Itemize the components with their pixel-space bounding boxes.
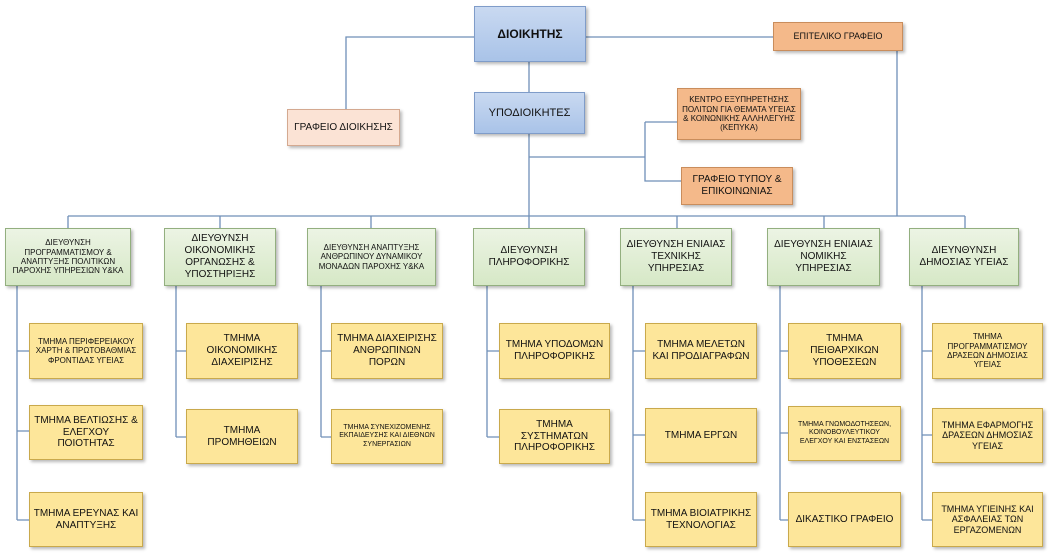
department-box: ΤΜΗΜΑ ΔΙΑΧΕΙΡΙΣΗΣ ΑΝΘΡΩΠΙΝΩΝ ΠΟΡΩΝ bbox=[331, 323, 443, 379]
directorate-public-health: ΔΙΕΥΝΘΥΝΣΗ ΔΗΜΟΣΙΑΣ ΥΓΕΙΑΣ bbox=[909, 228, 1019, 286]
connector-dir2-depts bbox=[175, 286, 186, 438]
director-box: ΔΙΟΙΚΗΤΗΣ bbox=[474, 6, 586, 62]
department-box: ΔΙΚΑΣΤΙΚΟ ΓΡΑΦΕΙΟ bbox=[788, 492, 901, 547]
department-box: ΤΜΗΜΑ ΣΥΝΕΧΙΖΟΜΕΝΗΣ ΕΚΠΑΙΔΕΥΣΗΣ ΚΑΙ ΔΙΕΘ… bbox=[331, 409, 443, 464]
directorate-planning: ΔΙΕΥΘΥΝΣΗ ΠΡΟΓΡΑΜΜΑΤΙΣΜΟΥ & ΑΝΑΠΤΥΞΗΣ ΠΟ… bbox=[5, 228, 131, 286]
connector-dir5-depts bbox=[632, 286, 645, 521]
connector-dir4-depts bbox=[486, 286, 499, 438]
department-box: ΤΜΗΜΑ ΕΡΓΩΝ bbox=[645, 408, 757, 463]
department-box: ΤΜΗΜΑ ΕΦΑΡΜΟΓΗΣ ΔΡΑΣΕΩΝ ΔΗΜΟΣΙΑΣ ΥΓΕΙΑΣ bbox=[932, 408, 1043, 463]
department-box: ΤΜΗΜΑ ΠΕΡΙΦΕΡΕΙΑΚΟΥ ΧΑΡΤΗ & ΠΡΩΤΟΒΑΘΜΙΑΣ… bbox=[29, 323, 143, 379]
connector-dir7-depts bbox=[921, 286, 932, 521]
admin-office-box: ΓΡΑΦΕΙΟ ΔΙΟΙΚΗΣΗΣ bbox=[287, 109, 400, 146]
department-box: ΤΜΗΜΑ ΓΝΩΜΟΔΟΤΗΣΕΩΝ, ΚΟΙΝΟΒΟΥΛΕΥΤΙΚΟΥ ΕΛ… bbox=[788, 406, 901, 461]
directorate-technical: ΔΙΕΥΘΥΝΣΗ ΕΝΙΑΙΑΣ ΤΕΧΝΙΚΗΣ ΥΠΗΡΕΣΙΑΣ bbox=[620, 228, 732, 286]
kepyka-box: ΚΕΝΤΡΟ ΕΞΥΠΗΡΕΤΗΣΗΣ ΠΟΛΙΤΩΝ ΓΙΑ ΘΕΜΑΤΑ Υ… bbox=[677, 88, 801, 140]
directorate-legal: ΔΙΕΥΘΥΝΣΗ ΕΝΙΑΙΑΣ ΝΟΜΙΚΗΣ ΥΠΗΡΕΣΙΑΣ bbox=[767, 228, 880, 286]
department-box: ΤΜΗΜΑ ΜΕΛΕΤΩΝ ΚΑΙ ΠΡΟΔΙΑΓΡΑΦΩΝ bbox=[645, 323, 757, 379]
connector-dir3-depts bbox=[320, 286, 331, 438]
staff-office-box: ΕΠΙΤΕΛΙΚΟ ΓΡΑΦΕΙΟ bbox=[773, 22, 903, 51]
directorate-finance: ΔΙΕΥΘΥΝΣΗ ΟΙΚΟΝΟΜΙΚΗΣ ΟΡΓΑΝΩΣΗΣ & ΥΠΟΣΤΗ… bbox=[164, 228, 276, 286]
department-box: ΤΜΗΜΑ ΕΡΕΥΝΑΣ ΚΑΙ ΑΝΑΠΤΥΞΗΣ bbox=[29, 492, 143, 547]
directorate-human-resources: ΔΙΕΥΘΥΝΣΗ ΑΝΑΠΤΥΞΗΣ ΑΝΘΡΩΠΙΝΟΥ ΔΥΝΑΜΙΚΟΥ… bbox=[307, 228, 436, 286]
connector-dir6-depts bbox=[779, 286, 788, 521]
department-box: ΤΜΗΜΑ ΠΡΟΜΗΘΕΙΩΝ bbox=[186, 409, 298, 464]
press-office-box: ΓΡΑΦΕΙΟ ΤΥΠΟΥ & ΕΠΙΚΟΙΝΩΝΙΑΣ bbox=[681, 167, 793, 205]
department-box: ΤΜΗΜΑ ΒΙΟΙΑΤΡΙΚΗΣ ΤΕΧΝΟΛΟΓΙΑΣ bbox=[645, 492, 757, 547]
department-box: ΤΜΗΜΑ ΟΙΚΟΝΟΜΙΚΗΣ ΔΙΑΧΕΙΡΙΣΗΣ bbox=[186, 323, 298, 379]
directorate-it: ΔΙΕΥΘΥΝΣΗ ΠΛΗΡΟΦΟΡΙΚΗΣ bbox=[473, 228, 585, 286]
deputy-box: ΥΠΟΔΙΟΙΚΗΤΕΣ bbox=[474, 92, 585, 134]
connector-director-admin-office bbox=[345, 36, 474, 109]
department-box: ΤΜΗΜΑ ΒΕΛΤΙΩΣΗΣ & ΕΛΕΓΧΟΥ ΠΟΙΟΤΗΤΑΣ bbox=[29, 405, 143, 460]
department-box: ΤΜΗΜΑ ΥΓΙΕΙΝΗΣ ΚΑΙ ΑΣΦΑΛΕΙΑΣ ΤΩΝ ΕΡΓΑΖΟΜ… bbox=[932, 492, 1043, 547]
connector-dir1-depts bbox=[16, 286, 29, 521]
department-box: ΤΜΗΜΑ ΣΥΣΤΗΜΑΤΩΝ ΠΛΗΡΟΦΟΡΙΚΗΣ bbox=[499, 409, 610, 464]
department-box: ΤΜΗΜΑ ΠΡΟΓΡΑΜΜΑΤΙΣΜΟΥ ΔΡΑΣΕΩΝ ΔΗΜΟΣΙΑΣ Υ… bbox=[932, 323, 1043, 379]
department-box: ΤΜΗΜΑ ΥΠΟΔΟΜΩΝ ΠΛΗΡΟΦΟΡΙΚΗΣ bbox=[499, 323, 610, 379]
connector-press-office bbox=[644, 122, 681, 182]
department-box: ΤΜΗΜΑ ΠΕΙΘΑΡΧΙΚΩΝ ΥΠΟΘΕΣΕΩΝ bbox=[788, 323, 901, 379]
